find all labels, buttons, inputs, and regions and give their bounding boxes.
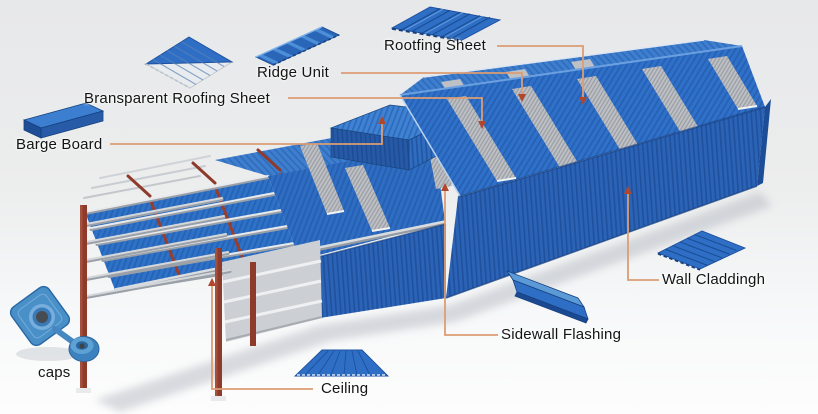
sidewall-flashing-icon bbox=[505, 270, 589, 324]
leader-ridge-unit bbox=[341, 72, 523, 97]
lower-roof-clad bbox=[268, 143, 452, 260]
roof-skylight-strips bbox=[447, 56, 758, 182]
leader-transparent-roofing-sheet bbox=[288, 97, 483, 124]
label-barge-board: Barge Board bbox=[16, 136, 103, 153]
leader-barge-board bbox=[110, 121, 383, 145]
label-ridge-unit: Ridge Unit bbox=[257, 64, 330, 81]
wall-cladding-icon bbox=[656, 230, 747, 271]
leader-lines bbox=[110, 45, 659, 390]
leader-roofing-sheet bbox=[497, 45, 584, 100]
leader-arrows bbox=[208, 94, 632, 286]
leader-ceiling bbox=[211, 283, 313, 390]
label-caps: caps bbox=[38, 364, 71, 381]
main-front-wall bbox=[445, 106, 766, 299]
building-illustration bbox=[76, 39, 772, 412]
transparent-roofing-sheet-icon bbox=[144, 36, 234, 89]
ridge-monitor-box bbox=[329, 104, 466, 171]
ceiling-sheet-icon bbox=[293, 349, 390, 377]
ridge-unit-icon bbox=[254, 26, 341, 66]
far-frame-stubs bbox=[83, 148, 282, 199]
lower-front-wall bbox=[317, 223, 447, 318]
roofing-sheet-icon bbox=[390, 6, 502, 42]
ground-shadow bbox=[95, 192, 772, 412]
side-wall-girts bbox=[84, 197, 232, 299]
leader-sidewall-flashing bbox=[444, 188, 498, 336]
main-roof bbox=[399, 45, 765, 197]
gable-end-cap bbox=[757, 99, 771, 186]
leader-wall-cladding bbox=[627, 191, 659, 281]
barge-board-icon bbox=[22, 102, 105, 139]
label-sidewall-flashing: Sidewall Flashing bbox=[501, 326, 622, 343]
interior-wall-panels bbox=[222, 240, 323, 342]
label-transparent-roofing-sheet: Bransparent Roofing Sheet bbox=[84, 90, 270, 107]
caps-icon bbox=[9, 285, 100, 362]
label-ceiling: Ceiling bbox=[321, 380, 369, 397]
label-roofing-sheet: Rootfing Sheet bbox=[384, 37, 487, 54]
label-wall-cladding: Wall Claddingh bbox=[662, 271, 766, 288]
frame-columns bbox=[76, 205, 256, 401]
